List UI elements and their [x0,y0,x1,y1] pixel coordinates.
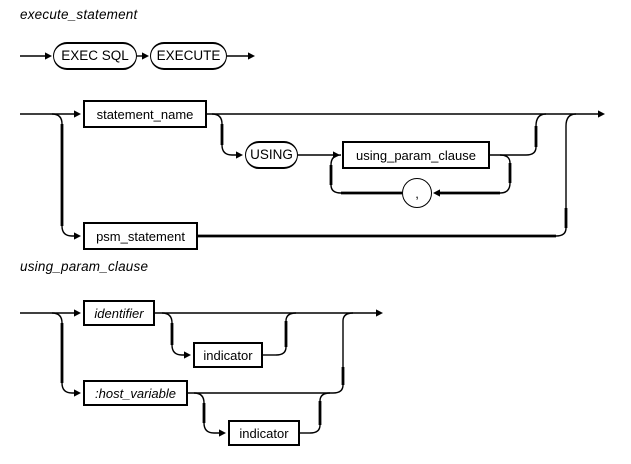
nonterminal-identifier: identifier [83,300,155,326]
nonterminal-indicator-1: indicator [193,342,263,368]
nonterminal-statement-name: statement_name [83,100,207,128]
using-param-clause-rails [20,309,383,437]
nonterminal-host-variable: :host_variable [83,380,188,406]
nonterminal-using-param-clause: using_param_clause [342,141,490,169]
terminal-exec-sql: EXEC SQL [53,42,137,70]
diagram-title-using-param-clause: using_param_clause [20,259,149,274]
execute-statement-rails [20,52,605,240]
terminal-execute: EXECUTE [150,42,227,70]
nonterminal-indicator-2: indicator [228,420,300,446]
diagram-title-execute-statement: execute_statement [20,7,138,22]
nonterminal-psm-statement: psm_statement [83,222,198,250]
terminal-using: USING [245,141,298,169]
terminal-comma-loop: , [402,178,432,208]
